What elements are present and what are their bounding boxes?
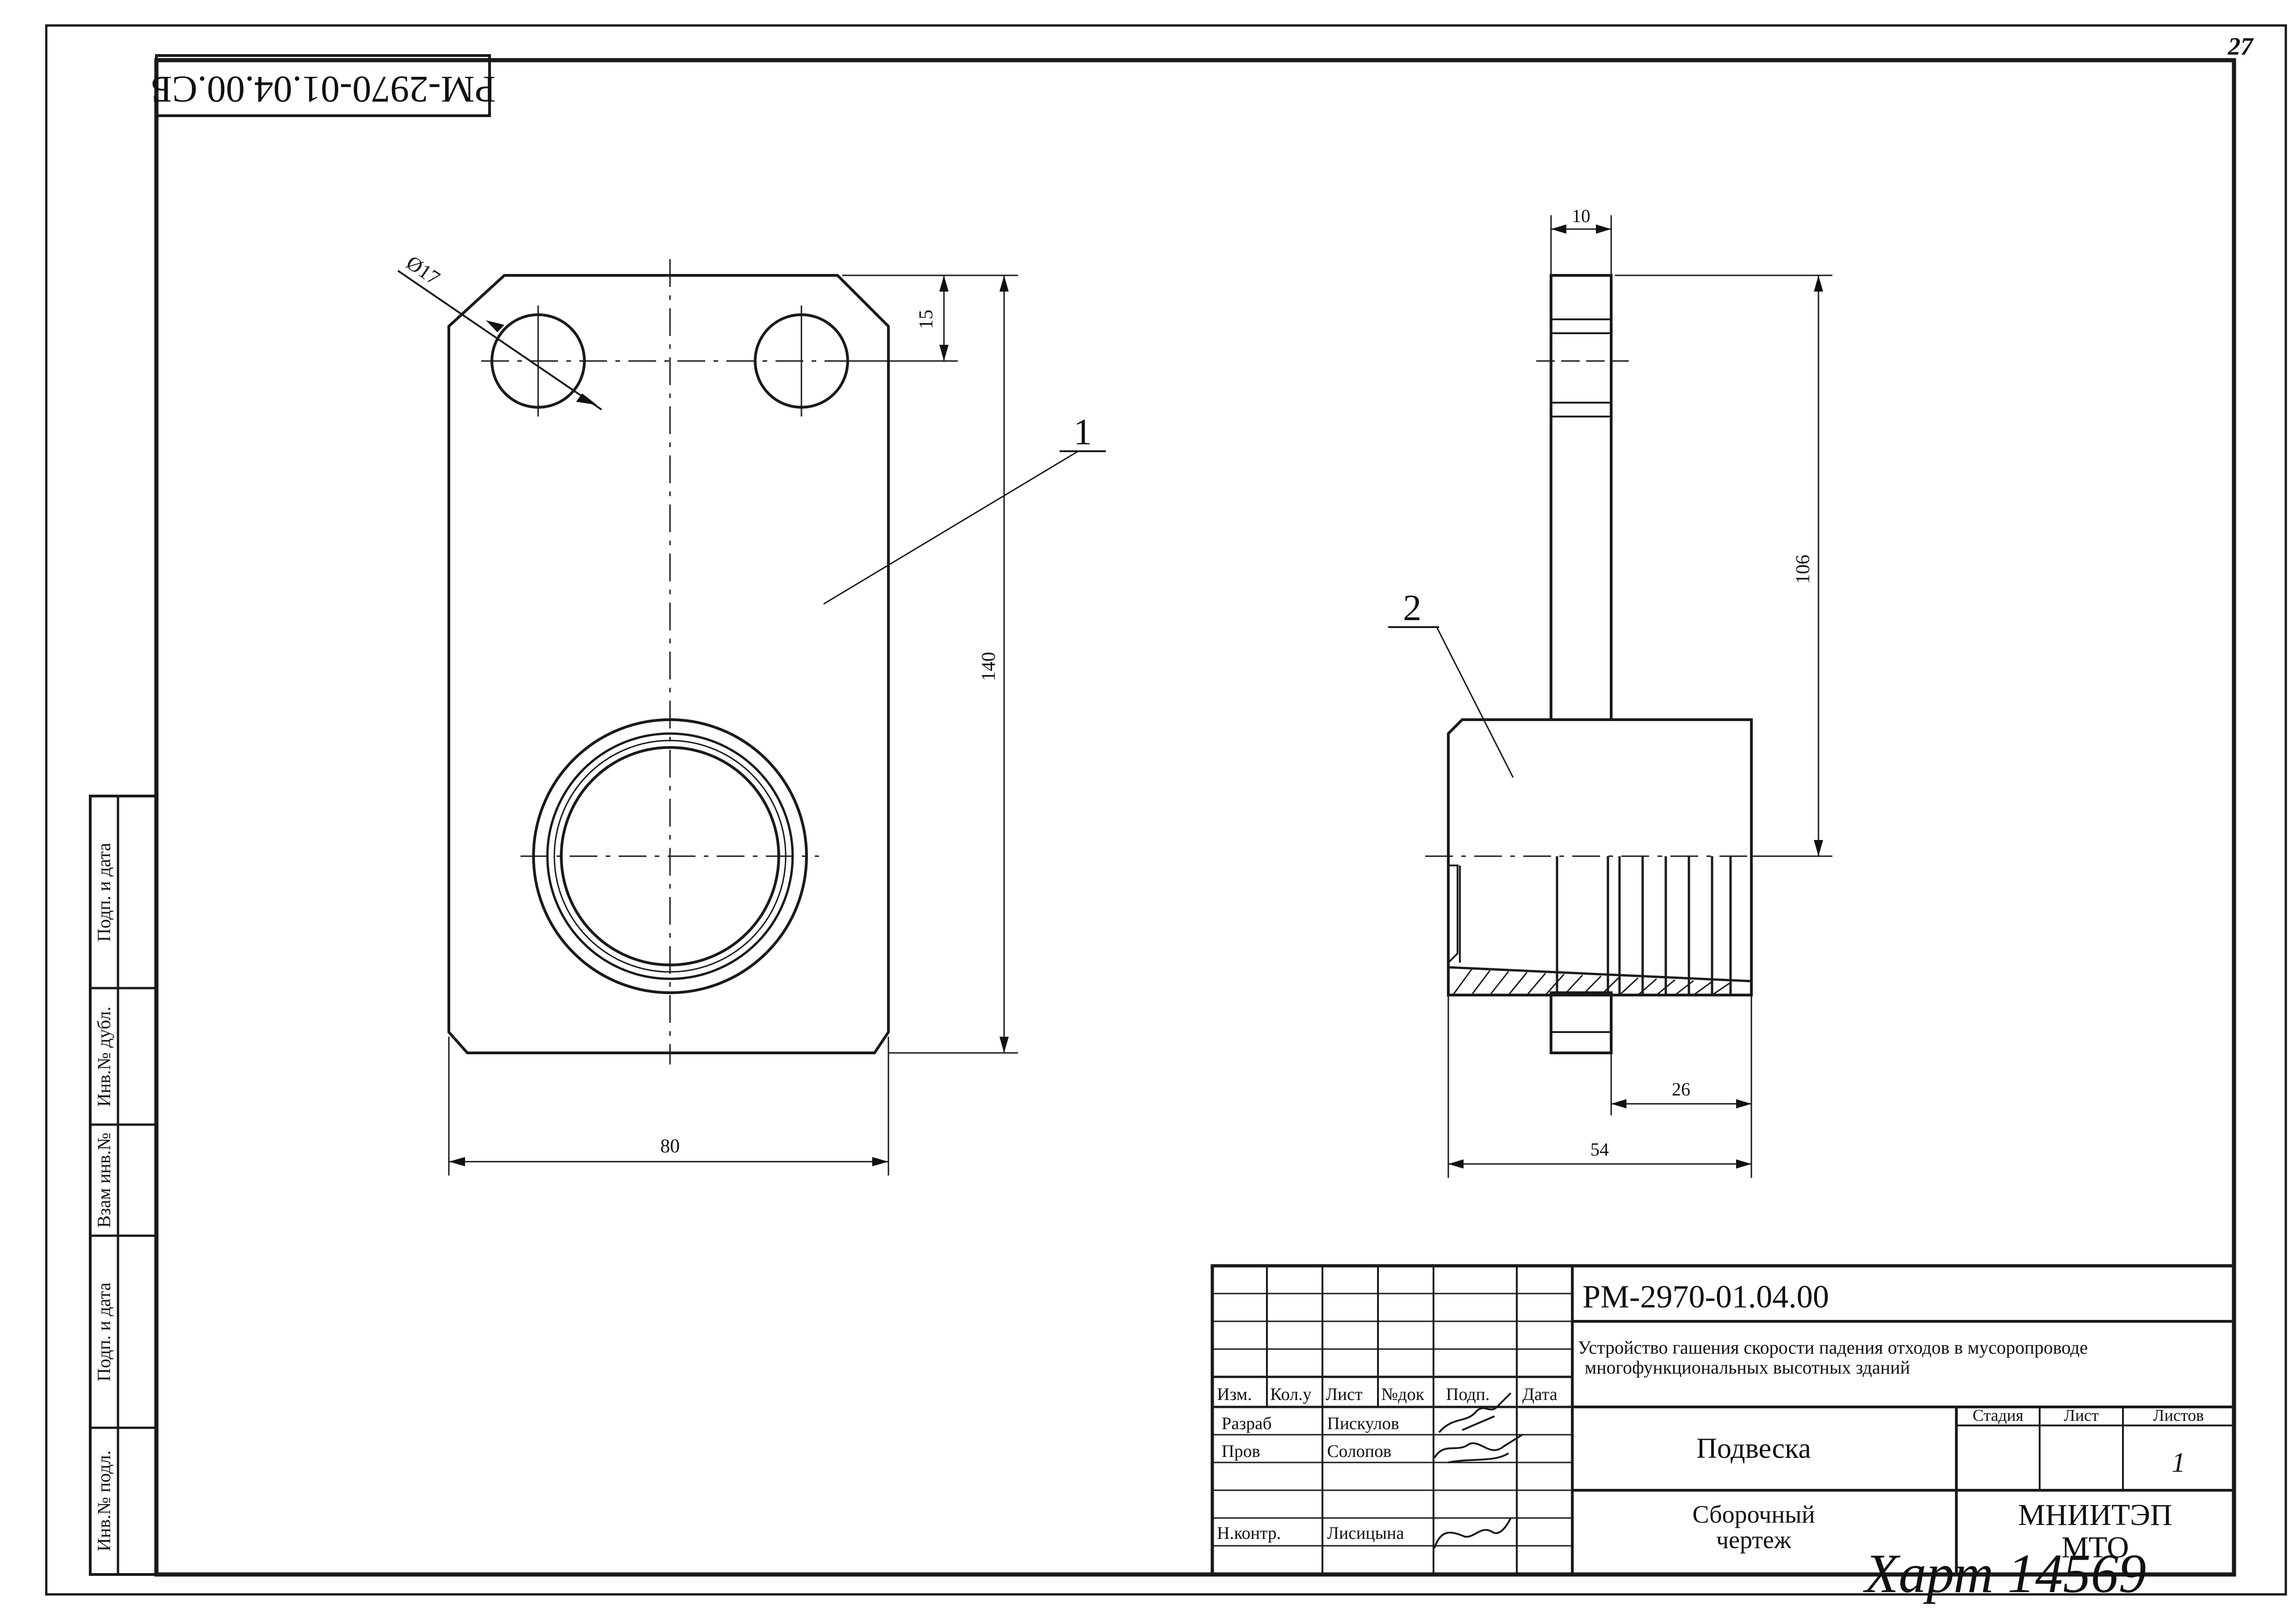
callout-2-label: 2 — [1403, 588, 1421, 628]
callout-1-leader — [823, 450, 1079, 605]
dim-26-label: 26 — [1672, 1079, 1690, 1100]
diameter-arrow-2 — [576, 393, 597, 405]
dim-15-arrow-bottom — [939, 345, 949, 361]
tb-doc-type-line2: чертеж — [1716, 1526, 1792, 1554]
signature-prov — [1433, 1434, 1523, 1463]
tb-part-name: Подвеска — [1696, 1433, 1811, 1464]
dim-140-arrow-top — [999, 275, 1009, 292]
tb-sheets-value: 1 — [2172, 1447, 2185, 1478]
tb-razrab-label: Разраб — [1222, 1414, 1272, 1433]
sleeve-chamfer-section — [1447, 865, 1458, 965]
tb-stage-label: Стадия — [1973, 1406, 2023, 1425]
dim-80-arrow-right — [872, 1157, 888, 1166]
tb-col-data: Дата — [1522, 1385, 1558, 1404]
tb-prov-label: Пров — [1222, 1442, 1260, 1461]
sleeve-hatch-1 — [1452, 969, 1472, 996]
sleeve-hatch-7 — [1563, 974, 1583, 996]
dim-15-arrow-top — [939, 275, 949, 292]
diameter-arrow-1 — [486, 320, 504, 332]
tb-org-line1: МНИИТЭП — [2018, 1498, 2172, 1532]
sleeve-hatch-12 — [1656, 979, 1675, 996]
side-plate — [1550, 274, 1613, 721]
sleeve-hatch-10 — [1619, 977, 1639, 996]
dim-106-label: 106 — [1793, 555, 1814, 584]
dim-106-arrow-top — [1814, 275, 1823, 292]
rotated-code-box — [155, 54, 491, 117]
tb-col-podp: Подп. — [1446, 1385, 1490, 1404]
side-stamp-inv-podl: Инв.№ подл. — [93, 1450, 114, 1551]
sleeve-hatch-2 — [1471, 970, 1491, 996]
callout-1-label: 1 — [1074, 412, 1092, 453]
tb-description-line2: многофункциональных высотных зданий — [1585, 1357, 1910, 1378]
dim-80-label: 80 — [660, 1136, 680, 1157]
sheet-number: 27 — [2228, 32, 2254, 60]
side-stamp-podp-data-2: Подп. и дата — [93, 1282, 114, 1381]
side-stamp-inv-dubl: Инв.№ дубл. — [93, 1007, 114, 1107]
signature-razrab — [1438, 1392, 1512, 1433]
sleeve-hatch-8 — [1582, 975, 1602, 996]
sleeve-hatch-15 — [1712, 982, 1731, 996]
tb-col-kol: Кол.у — [1270, 1385, 1311, 1404]
sleeve-hatch-6 — [1545, 974, 1565, 996]
dim-10-arrow-left — [1551, 224, 1566, 234]
dim-140-label: 140 — [978, 652, 999, 681]
tb-nkontr-name: Лисицына — [1327, 1524, 1404, 1543]
side-view: 2 10 106 26 54 — [1388, 205, 1832, 1178]
tb-nkontr-label: Н.контр. — [1217, 1524, 1281, 1543]
dim-54-arrow-right — [1736, 1159, 1751, 1169]
side-stamp: Подп. и дата Инв.№ дубл. Взам инв.№ Подп… — [89, 795, 158, 1576]
rotated-code: РМ-2970-01.04.00.СБ — [150, 68, 496, 111]
side-stamp-vzam-inv: Взам инв.№ — [93, 1132, 114, 1227]
tb-razrab-name: Пискулов — [1327, 1414, 1399, 1433]
side-stamp-podp-data-1: Подп. и дата — [93, 843, 114, 942]
title-block: Изм. Кол.у Лист №док Подп. Дата Разраб П… — [1210, 1264, 2236, 1604]
tb-col-izm: Изм. — [1217, 1385, 1252, 1404]
dim-10-label: 10 — [1572, 205, 1590, 226]
sleeve-hatch-3 — [1489, 971, 1509, 996]
tb-doc-type-line1: Сборочный — [1693, 1500, 1815, 1528]
sleeve-hatch-14 — [1693, 981, 1713, 996]
tb-description-line1: Устройство гашения скорости падения отхо… — [1578, 1337, 2088, 1358]
tb-org-line2: МТО — [2061, 1531, 2129, 1564]
dim-10-arrow-right — [1596, 224, 1611, 234]
tb-sheets-label: Листов — [2153, 1406, 2204, 1425]
sleeve-hatch-11 — [1638, 978, 1657, 996]
dim-54-label: 54 — [1590, 1139, 1609, 1160]
tb-prov-name: Солопов — [1327, 1442, 1391, 1461]
outer-frame — [45, 24, 2287, 1596]
side-stamp-frame — [89, 795, 158, 1576]
sleeve-hatch-9 — [1600, 976, 1620, 996]
side-plate-tab — [1550, 991, 1613, 1054]
front-view: Ø17 1 15 140 80 — [397, 251, 1106, 1176]
tb-col-ndok: №док — [1381, 1385, 1425, 1404]
callout-2-leader — [1436, 627, 1514, 778]
sleeve-outline — [1447, 718, 1753, 996]
tb-col-list: Лист — [1326, 1385, 1363, 1404]
tb-sheet-label: Лист — [2064, 1406, 2099, 1425]
title-block-frame — [1210, 1264, 2236, 1576]
dim-26-arrow-left — [1611, 1099, 1626, 1108]
sleeve-hatch-4 — [1508, 972, 1528, 996]
dim-106-arrow-bottom — [1814, 840, 1823, 856]
diameter-label: Ø17 — [402, 251, 444, 290]
sleeve-hatch-5 — [1526, 973, 1546, 996]
diameter-leader — [397, 270, 602, 411]
dim-26-arrow-right — [1736, 1099, 1751, 1108]
dim-80-arrow-left — [449, 1157, 465, 1166]
tb-doc-code: РМ-2970-01.04.00 — [1582, 1279, 1829, 1315]
dim-15-label: 15 — [916, 310, 937, 329]
signature-nkontr — [1433, 1518, 1512, 1549]
dim-54-arrow-left — [1448, 1159, 1464, 1169]
dim-140-arrow-bottom — [999, 1037, 1009, 1053]
tb-handwritten-note: Харт 14569 — [1863, 1543, 2146, 1604]
plate-outline — [447, 274, 890, 1054]
sleeve-hatch-13 — [1675, 980, 1694, 996]
